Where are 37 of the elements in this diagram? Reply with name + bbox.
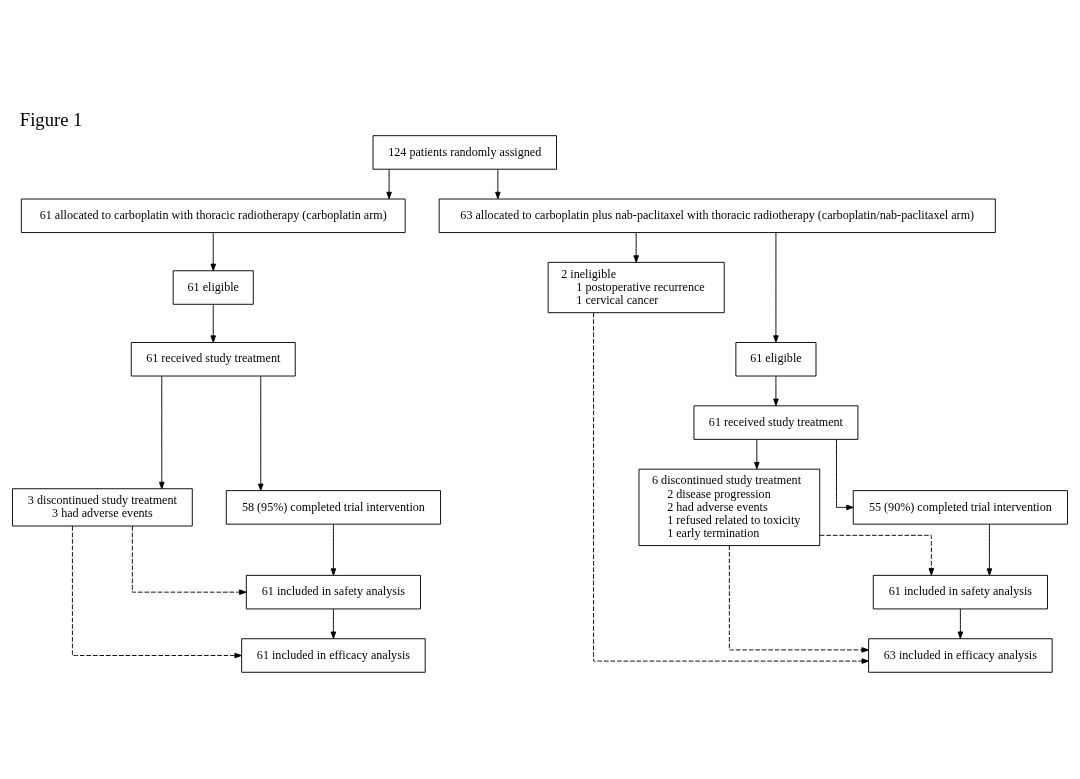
node-box: 61 allocated to carboplatin with thoracic radiotherapy (carboplatin arm) (20, 198, 406, 233)
diagram-title: Figure 1 (19, 108, 83, 130)
node-box: 2 ineligible 1 postoperative recurrence 1 cervical cancer (547, 261, 725, 313)
arrow (633, 231, 639, 263)
arrow (330, 523, 337, 576)
node-box: 61 eligible (172, 269, 254, 305)
node-box: 61 included in efficacy analysis (241, 637, 426, 673)
arrow (210, 231, 216, 271)
arrow (819, 534, 935, 576)
arrow (71, 525, 242, 658)
node-box: 58 (95%) completed trial intervention (225, 489, 441, 525)
arrow (495, 168, 501, 199)
arrow (773, 375, 779, 406)
arrow (330, 608, 337, 639)
node-box: 61 received study treatment (693, 404, 859, 440)
arrow (131, 525, 247, 595)
node-box: 61 included in safety analysis (245, 574, 421, 609)
arrow (754, 438, 760, 469)
node-box: 63 included in efficacy analysis (868, 637, 1053, 673)
node-box: 55 (90%) completed trial intervention (852, 489, 1068, 525)
node-box: 63 allocated to carboplatin plus nab-paclitaxel with thoracic radiotherapy (carboplatin/nab-paclitaxel arm) (438, 198, 996, 233)
arrow (773, 231, 779, 343)
node-box: 3 discontinued study treatment 3 had adverse events (12, 487, 193, 526)
node-box: 124 patients randomly assigned (372, 134, 557, 170)
arrow (957, 608, 964, 639)
arrow (159, 375, 165, 489)
arrow (728, 544, 869, 653)
node-box: 61 included in safety analysis (872, 574, 1048, 609)
arrow (258, 375, 264, 491)
arrow (386, 168, 392, 199)
arrow (986, 523, 993, 576)
node-box: 61 eligible (735, 341, 817, 376)
node-box: 6 discontinued study treatment 2 disease progression 2 had adverse events 1 refused related to toxicity 1 early termination (638, 468, 821, 546)
arrow (836, 438, 854, 510)
arrow (210, 303, 216, 343)
arrow (593, 311, 869, 664)
node-box: 61 received study treatment (130, 341, 296, 376)
